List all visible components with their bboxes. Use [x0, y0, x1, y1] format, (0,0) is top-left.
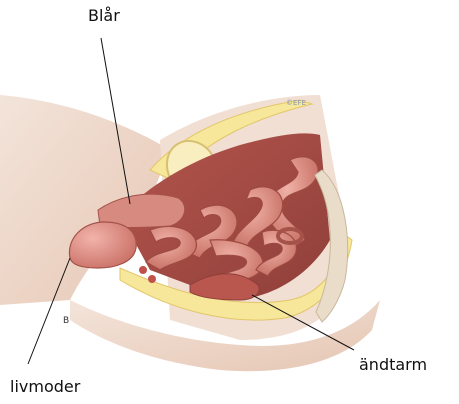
- label-andtarm: ändtarm: [359, 355, 427, 374]
- panel-letter: B: [63, 316, 69, 326]
- copyright-mark: ©EFE: [286, 99, 306, 107]
- label-livmoder: livmoder: [10, 377, 80, 396]
- tissue-dot: [148, 275, 156, 283]
- tissue-dot: [139, 266, 147, 274]
- label-blar: Blår: [88, 6, 120, 25]
